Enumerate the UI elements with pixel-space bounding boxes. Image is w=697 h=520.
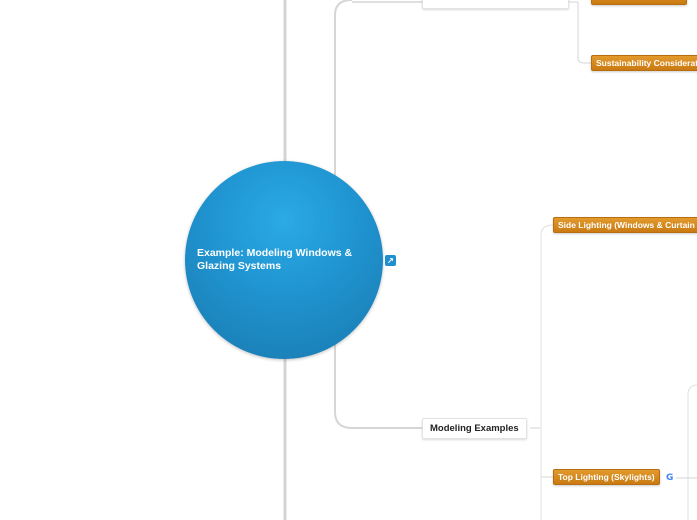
google-icon[interactable]: G (666, 473, 674, 483)
central-topic-label: Example: Modeling Windows & Glazing Syst… (197, 247, 353, 272)
central-topic[interactable]: Example: Modeling Windows & Glazing Syst… (185, 161, 383, 359)
right-edge-connector (687, 384, 697, 520)
right-branch-spine (334, 0, 422, 429)
subtopic-side-lighting[interactable]: Side Lighting (Windows & Curtain Walls) (553, 217, 697, 233)
modeling-spine-line (540, 224, 554, 520)
top-branch-node[interactable] (422, 0, 569, 9)
top-lighting-label: Top Lighting (Skylights) (558, 472, 655, 482)
top-sub-branch-line (568, 1, 592, 64)
modeling-examples-label: Modeling Examples (430, 423, 519, 434)
link-icon[interactable]: ↗ (385, 255, 396, 266)
branch-modeling-examples[interactable]: Modeling Examples (422, 418, 527, 439)
side-lighting-label: Side Lighting (Windows & Curtain Walls) (558, 220, 697, 230)
top-orange-subtopic[interactable] (591, 0, 687, 5)
subtopic-sustainability[interactable]: Sustainability Considerations (591, 55, 697, 71)
subtopic-top-lighting[interactable]: Top Lighting (Skylights) (553, 469, 660, 485)
sustainability-label: Sustainability Considerations (596, 58, 697, 68)
